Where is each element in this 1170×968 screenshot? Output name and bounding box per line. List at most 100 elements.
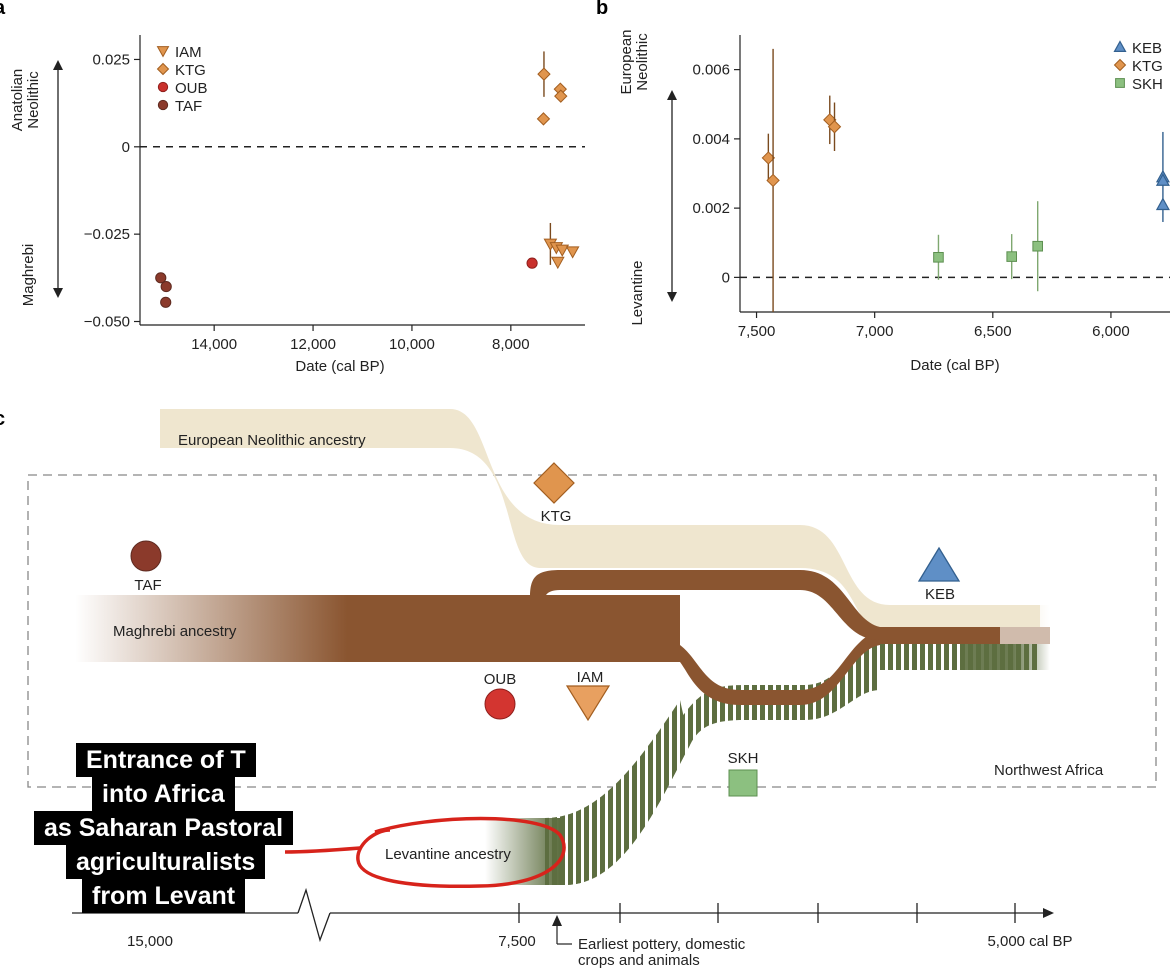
b-legend-marker-ktg <box>1113 58 1127 72</box>
maghrebi-lower-branch <box>680 595 880 705</box>
b-point-keb <box>1155 173 1170 186</box>
taf-label: TAF <box>134 577 161 594</box>
panel-c-letter: c <box>0 408 5 430</box>
b-y-tick-label: 0.004 <box>692 131 730 148</box>
panel-a-top-label-line1: Anatolian <box>9 69 26 132</box>
b-y-tick-label: 0 <box>722 269 730 286</box>
annotation-line-3: as Saharan Pastoral <box>34 811 294 845</box>
a-y-tick-label: 0 <box>122 139 130 156</box>
a-point-iam <box>550 256 565 270</box>
a-point-taf <box>160 280 172 293</box>
panel-b-top-label-line2: Neolithic <box>634 33 651 91</box>
ktg-marker <box>533 462 575 504</box>
european-ancestry-label: European Neolithic ancestry <box>178 432 366 449</box>
oub-label: OUB <box>484 671 517 688</box>
a-legend-label-taf: TAF <box>175 98 202 115</box>
b-legend-label-skh: SKH <box>1132 76 1163 93</box>
ktg-label: KTG <box>541 508 572 525</box>
a-legend-label-ktg: KTG <box>175 62 206 79</box>
a-legend-marker-iam <box>156 46 170 58</box>
panel-a-arrow-down-icon <box>53 288 63 298</box>
panel-a-top-label-line2: Neolithic <box>25 71 42 129</box>
keb-label: KEB <box>925 586 955 603</box>
a-point-oub <box>526 257 538 269</box>
iam-marker <box>565 685 611 722</box>
b-point-skh <box>933 251 944 263</box>
b-legend-label-ktg: KTG <box>1132 58 1163 75</box>
timeline-break-icon <box>297 887 331 943</box>
panel-a-bottom-label: Maghrebi <box>20 244 37 307</box>
levantine-ancestry-stream-front <box>545 700 690 885</box>
maghrebi-ancestry-stream <box>75 595 680 662</box>
skh-label: SKH <box>728 750 759 767</box>
panel-a-letter: a <box>0 0 6 19</box>
timeline-label-7500: 7,500 <box>498 933 536 950</box>
b-x-tick-label: 7,000 <box>856 323 894 340</box>
a-legend-label-oub: OUB <box>175 80 208 97</box>
merged-levantine-fade <box>960 644 1050 670</box>
a-point-ktg <box>537 67 551 81</box>
panel-b-x-label: Date (cal BP) <box>910 357 999 374</box>
european-ancestry-fade <box>880 605 1050 628</box>
panel-b-arrow-down-icon <box>667 292 677 302</box>
a-point-iam <box>555 244 570 257</box>
maghrebi-ancestry-label: Maghrebi ancestry <box>113 623 237 640</box>
b-y-tick-label: 0.002 <box>692 200 730 217</box>
a-legend-marker-oub <box>157 81 169 93</box>
panel-b-bottom-label: Levantine <box>629 260 646 325</box>
levantine-ancestry-fade <box>485 818 560 885</box>
b-point-ktg <box>827 120 842 134</box>
a-x-tick-label: 14,000 <box>191 336 237 353</box>
pottery-note-line1: Earliest pottery, domestic <box>578 936 746 953</box>
iam-label: IAM <box>577 669 604 686</box>
a-x-tick-label: 8,000 <box>492 336 530 353</box>
maghrebi-upper-branch <box>530 570 880 640</box>
b-legend-marker-skh <box>1115 78 1125 88</box>
annotation-line-2: into Africa <box>92 777 235 811</box>
a-x-tick-label: 12,000 <box>290 336 336 353</box>
timeline-label-5000: 5,000 cal BP <box>987 933 1072 950</box>
timeline-arrow-icon <box>1043 908 1054 918</box>
a-point-ktg <box>536 112 551 126</box>
a-legend-marker-taf <box>157 99 169 111</box>
merged-stream-fade <box>1000 627 1050 644</box>
a-y-tick-label: −0.025 <box>84 226 130 243</box>
panel-b-top-label-line1: European <box>618 29 635 94</box>
b-point-ktg <box>766 173 780 188</box>
northwest-africa-label: Northwest Africa <box>994 762 1104 779</box>
northwest-africa-region <box>27 474 1157 788</box>
a-legend-marker-ktg <box>156 62 170 76</box>
a-y-tick-label: −0.050 <box>84 314 130 331</box>
b-x-tick-label: 6,500 <box>974 323 1012 340</box>
annotation-line-1: Entrance of T <box>76 743 256 777</box>
b-legend-label-keb: KEB <box>1132 40 1162 57</box>
a-point-ktg <box>554 89 568 103</box>
a-point-taf <box>155 272 167 284</box>
timeline-label-15000: 15,000 <box>127 933 173 950</box>
panel-a-arrow-up-icon <box>53 60 63 70</box>
b-point-keb <box>1155 197 1170 211</box>
panel-a-x-label: Date (cal BP) <box>295 358 384 375</box>
panel-b-arrow-up-icon <box>667 90 677 100</box>
red-annotation-pointer <box>284 846 361 854</box>
b-point-skh <box>1032 240 1043 252</box>
oub-marker <box>484 688 516 720</box>
red-circle-annotation <box>356 816 566 889</box>
a-legend-label-iam: IAM <box>175 44 202 61</box>
keb-marker <box>917 546 961 582</box>
taf-marker <box>130 540 162 572</box>
b-point-skh <box>1006 251 1018 262</box>
skh-marker <box>728 769 758 797</box>
annotation-line-4: agriculturalists <box>66 845 266 879</box>
a-point-taf <box>160 296 172 308</box>
pottery-note-line2: crops and animals <box>578 952 700 968</box>
b-legend-marker-keb <box>1113 40 1127 52</box>
b-y-tick-label: 0.006 <box>692 62 730 79</box>
b-x-tick-label: 6,000 <box>1092 323 1130 340</box>
annotation-line-5: from Levant <box>82 879 246 913</box>
